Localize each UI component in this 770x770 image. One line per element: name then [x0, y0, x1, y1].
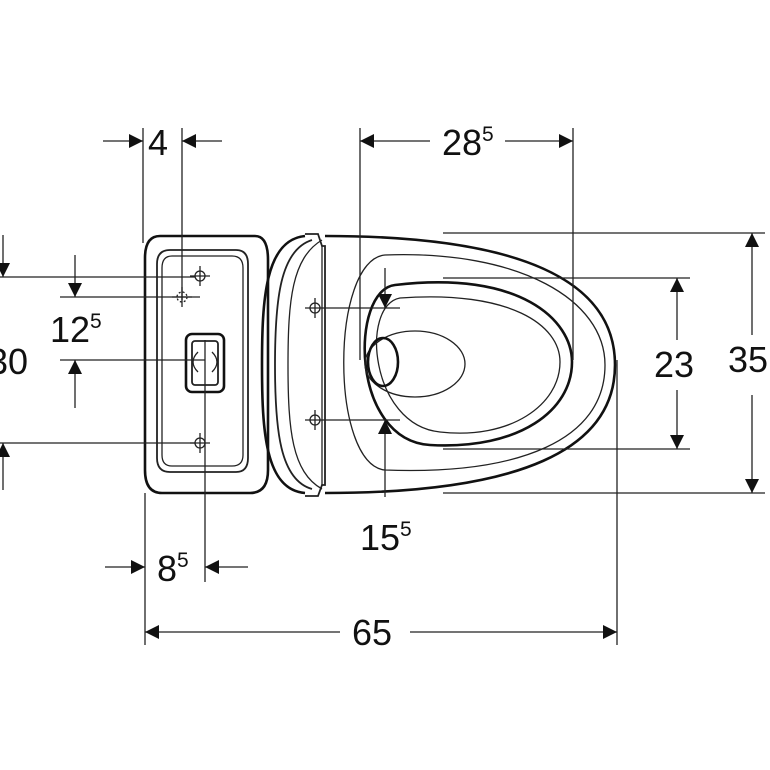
seat-lid-outline: [260, 233, 326, 497]
dim-label-total-length: 65: [352, 612, 392, 653]
dim-label-tank-offset: 4: [148, 122, 168, 163]
crosshair-icon: [305, 410, 325, 430]
dim-label-bowl-opening-length: 285: [442, 122, 494, 163]
bowl-outline: [324, 234, 617, 495]
cistern-outline: [143, 234, 270, 495]
dim-label-fixing-spacing: 30: [0, 341, 28, 382]
dim-label-fixing-offset: 125: [50, 309, 102, 350]
dimension-lines: [0, 134, 759, 639]
dim-label-total-width: 35: [728, 339, 768, 380]
dim-label-seat-fixing-spacing: 155: [360, 517, 412, 558]
crosshair-icon: [305, 298, 325, 318]
dim-label-bowl-opening-width: 23: [654, 344, 694, 385]
extension-lines: [0, 128, 765, 645]
dim-label-outlet-offset: 85: [157, 548, 189, 589]
crosshair-icon: [190, 266, 210, 286]
